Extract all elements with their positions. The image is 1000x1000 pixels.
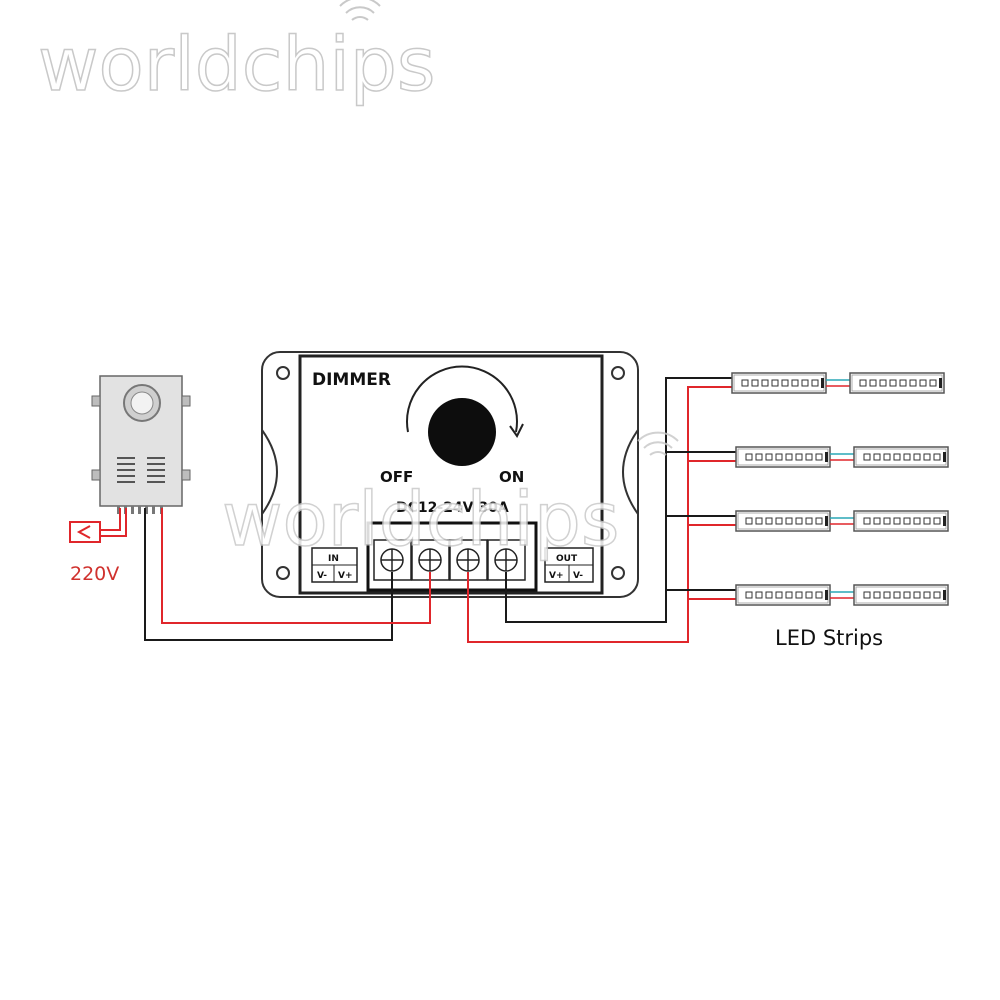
rotation-arc — [406, 365, 518, 433]
dimmer-title: DIMMER — [312, 370, 391, 390]
led-strip-segment — [853, 510, 949, 532]
output-wires — [467, 377, 736, 643]
in-label: IN — [328, 554, 339, 564]
wifi-icon-center — [637, 431, 679, 456]
in-minus-label: V- — [317, 571, 327, 581]
led-strip-link — [830, 453, 854, 461]
led-strip-link — [830, 517, 854, 525]
led-strip-row — [735, 446, 949, 468]
led-strips — [731, 372, 949, 606]
rating-label: DC12-24V 30A — [396, 500, 509, 516]
wifi-icon — [339, 0, 381, 21]
led-strip-segment — [735, 510, 831, 532]
watermark-logo-top: worldchips — [37, 0, 436, 109]
ac-plug — [69, 508, 127, 543]
off-label: OFF — [380, 468, 413, 486]
out-label: OUT — [556, 554, 578, 564]
led-strip-segment — [853, 446, 949, 468]
out-terminal-label: OUT V+ V- — [544, 547, 594, 583]
voltage-label: 220V — [70, 563, 119, 585]
led-strip-row — [735, 584, 949, 606]
in-plus-label: V+ — [338, 571, 353, 581]
led-strip-segment — [735, 446, 831, 468]
led-strip-link — [826, 379, 850, 387]
led-strip-row — [735, 510, 949, 532]
led-strip-segment — [849, 372, 945, 394]
led-strip-segment — [735, 584, 831, 606]
power-supply — [91, 375, 191, 514]
led-strips-label: LED Strips — [775, 626, 883, 650]
in-terminal-label: IN V- V+ — [311, 547, 358, 583]
watermark-logo-center: worldchips — [221, 431, 679, 564]
led-strip-segment — [853, 584, 949, 606]
led-strip-segment — [731, 372, 827, 394]
led-strip-row — [731, 372, 945, 394]
input-wires — [144, 508, 431, 641]
led-strip-link — [830, 591, 854, 599]
rotation-arrow-icon — [509, 423, 524, 438]
watermark-text-top: worldchips — [38, 22, 435, 108]
terminal-block — [366, 521, 538, 592]
out-plus-label: V+ — [549, 571, 564, 581]
dimmer-knob[interactable] — [428, 398, 496, 466]
on-label: ON — [499, 468, 524, 486]
out-minus-label: V- — [573, 571, 583, 581]
watermark-text-center: worldchips — [222, 477, 619, 563]
